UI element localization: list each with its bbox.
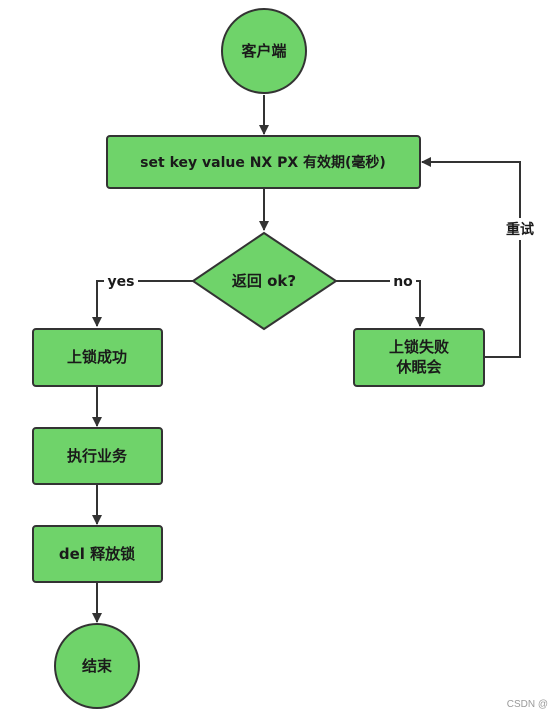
edge-label-retry: 重试 [506, 221, 534, 238]
edge-no [336, 280, 425, 327]
lock-fail-label-line2: 休眠会 [395, 358, 441, 376]
edge-yes [92, 280, 193, 327]
set-key-label: set key value NX PX 有效期(毫秒) [140, 154, 386, 171]
start-node-client[interactable]: 客户端 [221, 8, 307, 94]
client-label: 客户端 [240, 42, 286, 60]
lock-fail-label-line1: 上锁失败 [389, 338, 449, 356]
return-ok-label: 返回 ok? [232, 272, 296, 290]
end-node[interactable]: 结束 [54, 623, 140, 709]
end-label: 结束 [82, 657, 113, 675]
process-node-set-key[interactable]: set key value NX PX 有效期(毫秒) [106, 135, 421, 189]
edge-retry [421, 157, 521, 358]
release-lock-label: del 释放锁 [59, 545, 135, 563]
process-node-do-business[interactable]: 执行业务 [32, 427, 163, 485]
process-node-lock-success[interactable]: 上锁成功 [32, 328, 163, 387]
edge-label-no: no [393, 274, 413, 290]
process-node-lock-fail[interactable]: 上锁失败 休眠会 [353, 328, 485, 387]
do-business-label: 执行业务 [67, 447, 128, 465]
watermark-text: CSDN @ [507, 699, 548, 710]
lock-success-label: 上锁成功 [67, 348, 127, 366]
edge-label-yes: yes [108, 274, 135, 290]
decision-node-return-ok[interactable]: 返回 ok? [191, 231, 338, 331]
process-node-release-lock[interactable]: del 释放锁 [32, 525, 163, 583]
